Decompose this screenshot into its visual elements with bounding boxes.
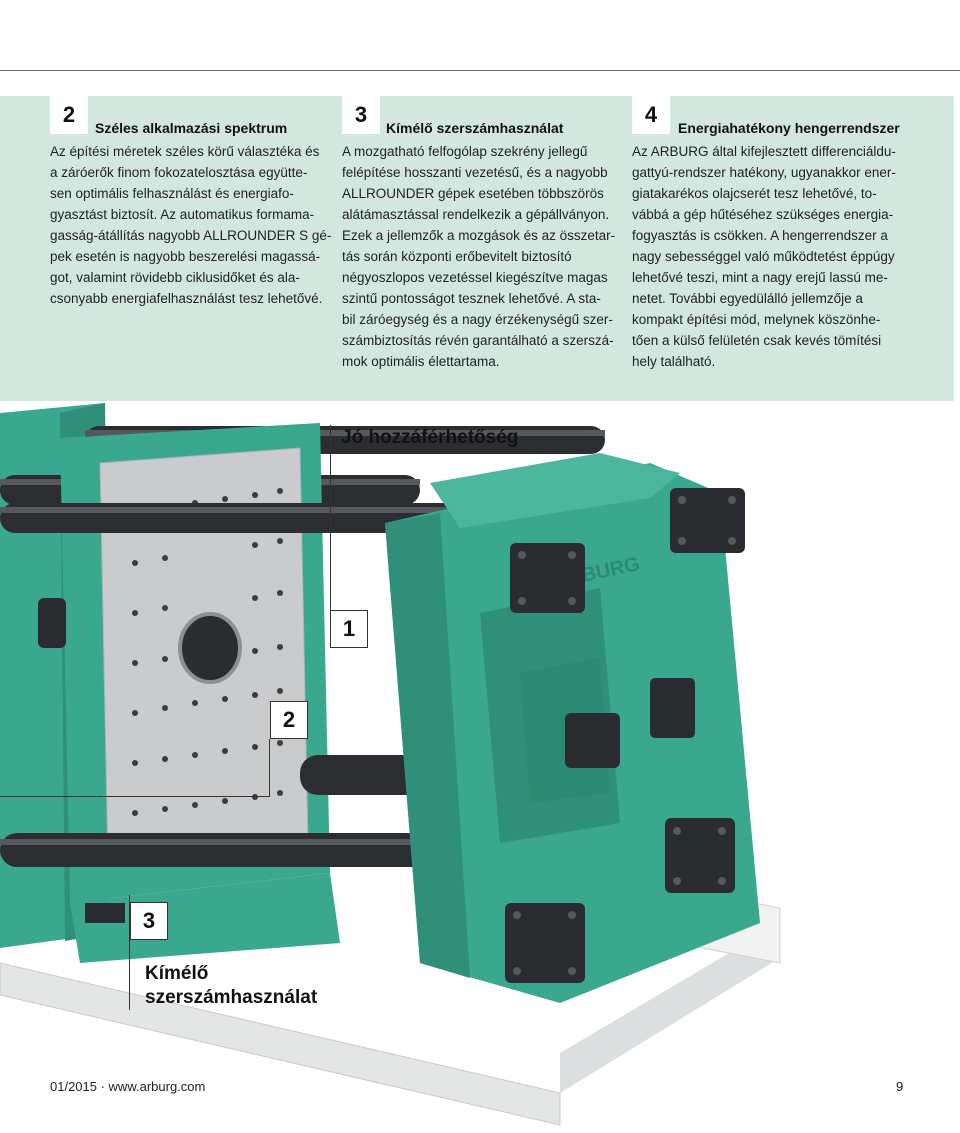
base-rail-right <box>560 923 780 1093</box>
leader-line <box>269 739 270 796</box>
leader-line <box>129 895 130 1010</box>
text-line: lehetővé teszi, mint a nagy erejű lassú … <box>632 270 888 285</box>
feature-title: Energiahatékony hengerrendszer <box>678 120 900 136</box>
feature-text: A mozgatható felfogólap szekrény jellegű… <box>342 141 615 372</box>
bolt-heads <box>513 496 736 975</box>
feature-number: 2 <box>50 96 88 134</box>
callout-label-access: Jó hozzáférhetőség <box>341 427 519 448</box>
text-line: felépítése hosszanti vezetésű, és a nagy… <box>342 165 608 180</box>
text-line: négyoszlopos vezetéssel kiegészítve maga… <box>342 270 608 285</box>
text-line: A mozgatható felfogólap szekrény jellegű <box>342 144 588 159</box>
base-rail <box>0 962 561 1126</box>
text-line: alátámasztással rendelkezik a gépállvány… <box>342 207 610 222</box>
clamping-unit-illustration: ARBURG <box>0 403 781 1126</box>
callout-label-line: szerszámhasználat <box>145 987 318 1008</box>
text-line: bil záróegység és a nagy érzékenységű sz… <box>342 312 613 327</box>
callout-label-line: Kímélő <box>145 963 209 984</box>
info-band <box>0 96 954 401</box>
text-line: netet. További egyedülálló jellemzője a <box>632 291 863 306</box>
feature-number: 4 <box>632 96 670 134</box>
feature-text: Az ARBURG által kifejlesztett differenci… <box>632 141 896 372</box>
cylinder-block <box>505 488 745 983</box>
text-line: gattyú-rendszer hatékony, ugyanakkor ene… <box>632 165 896 180</box>
text-line: csonyabb energiafelhasználást tesz lehet… <box>50 291 323 306</box>
text-line: ALLROUNDER gépek esetében többszörös <box>342 186 604 201</box>
ejector-hole <box>178 612 242 684</box>
text-line: sen optimális felhasználást és energiafo… <box>50 186 294 201</box>
callout-label-tool: Kímélő szerszámhasználat <box>145 962 317 1010</box>
text-line: szintű pontosságot tesznek lehetővé. A s… <box>342 291 601 306</box>
text-line: pek esetén is nagyobb beszerelési magass… <box>50 249 321 264</box>
text-line: gasság-átállítás nagyobb ALLROUNDER S gé… <box>50 228 332 243</box>
leader-line <box>0 796 270 797</box>
text-line: vábbá a gép hűtéséhez szükséges energia- <box>632 207 894 222</box>
text-line: giatakarékos olajcserét tesz lehetővé, t… <box>632 186 877 201</box>
text-line: Ezek a jellemzők a mozgások és az összet… <box>342 228 616 243</box>
text-line: számbiztosítás révén garantálható a szer… <box>342 333 614 348</box>
feature-title: Kímélő szerszámhasználat <box>386 120 564 136</box>
platen-holes <box>132 488 283 816</box>
left-cylinder <box>38 598 66 648</box>
footer-date-url: 01/2015 · www.arburg.com <box>50 1079 206 1094</box>
text-line: a záróerők finom fokozatelosztása együtt… <box>50 165 308 180</box>
callout-1: 1 <box>330 610 368 648</box>
callout-3: 3 <box>130 902 168 940</box>
text-line: nagy sebességgel való működtetést éppúgy <box>632 249 895 264</box>
page-number: 9 <box>896 1079 904 1094</box>
support-foot <box>70 873 340 963</box>
callout-2: 2 <box>270 701 308 739</box>
feature-number: 3 <box>342 96 380 134</box>
text-line: mok optimális élettartama. <box>342 354 500 369</box>
text-line: Az ARBURG által kifejlesztett differenci… <box>632 144 896 159</box>
feature-title: Széles alkalmazási spektrum <box>95 120 288 136</box>
text-line: kompakt építési mód, melynek köszönhe- <box>632 312 881 327</box>
text-line: Az építési méretek széles körű választék… <box>50 144 320 159</box>
top-rule <box>0 70 960 71</box>
text-line: got, valamint rövidebb ciklusidőket és a… <box>50 270 300 285</box>
text-line: fogyasztás is csökken. A hengerrendszer … <box>632 228 888 243</box>
text-line: gyasztást biztosít. Az automatikus forma… <box>50 207 315 222</box>
feature-text: Az építési méretek széles körű választék… <box>50 141 331 309</box>
text-line: tás során központi erőbevitelt biztosító <box>342 249 572 264</box>
text-line: tően a külső felületén csak kevés tömíté… <box>632 333 882 348</box>
leader-line <box>330 425 331 610</box>
text-line: hely található. <box>632 354 716 369</box>
